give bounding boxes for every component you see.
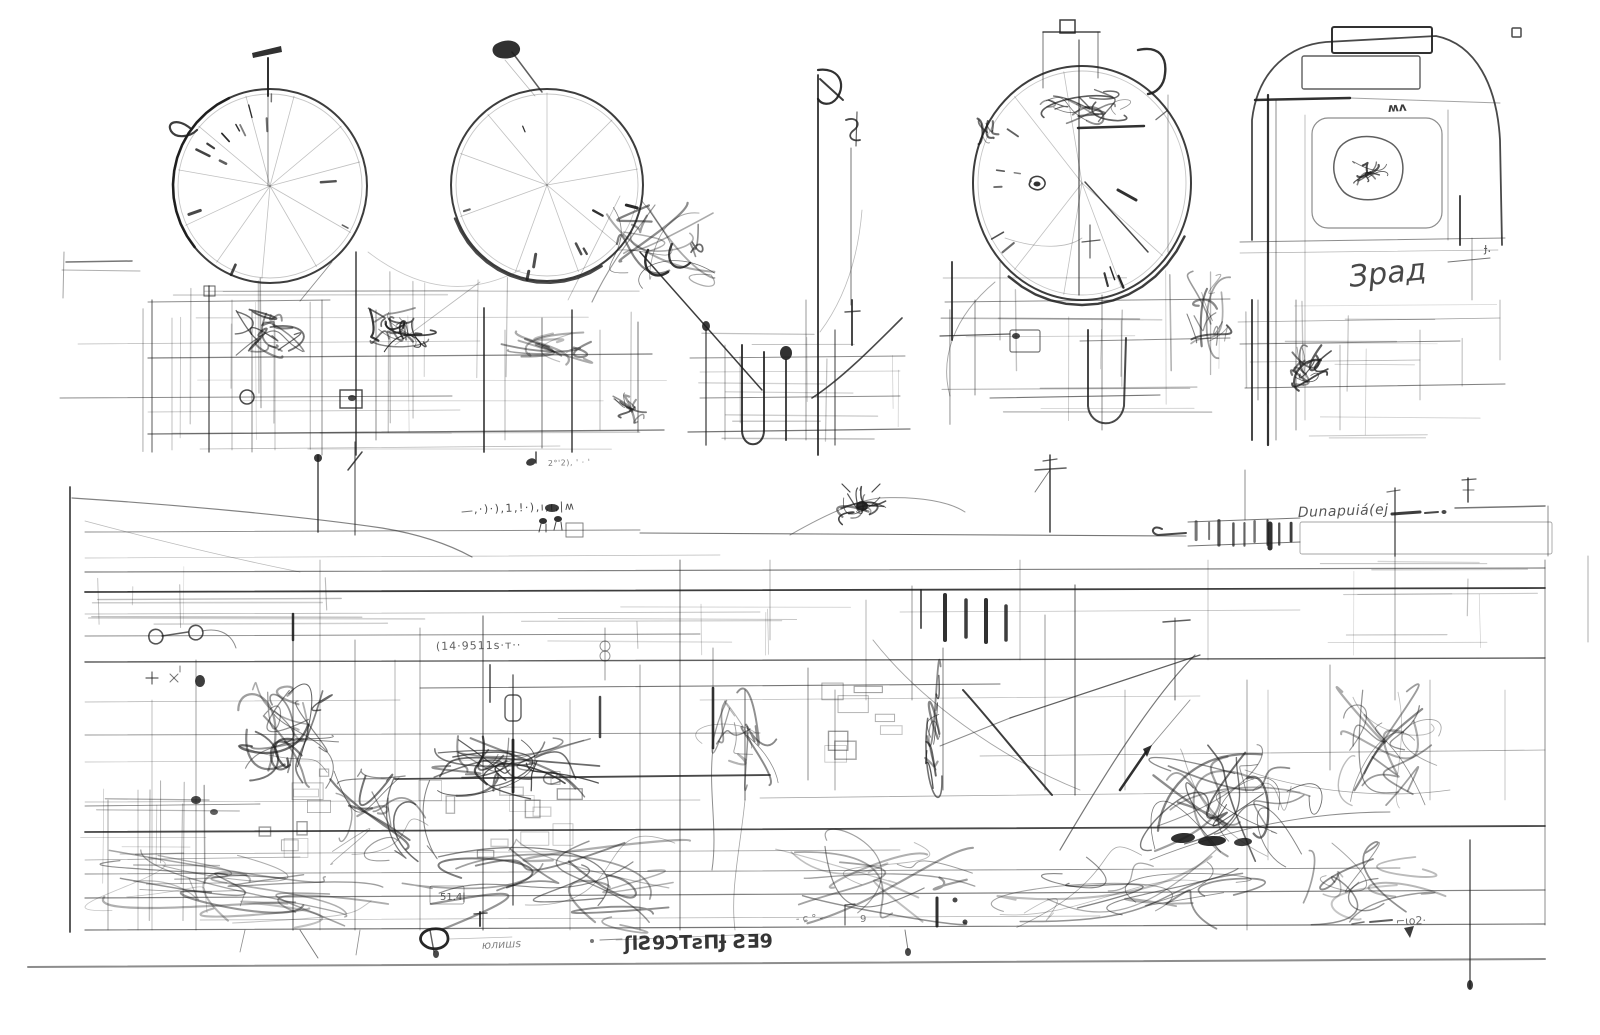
scribble-text: 2°'2), ' · ' xyxy=(548,458,591,468)
scribble-cluster-boxes xyxy=(418,770,583,858)
scribble-text: ‚·)·)‚1‚!·)‚ı‚ı‚|ʍ xyxy=(474,499,576,516)
scribble-texts: 2°'2), ' · ' ‚·)·)‚1‚!·)‚ı‚ı‚|ʍ Dunapuiá(e… xyxy=(436,100,1491,955)
scribble-text: 9 xyxy=(860,914,866,925)
scribble-cluster-tangle xyxy=(401,835,692,934)
scribble-cluster-tangle xyxy=(237,682,340,789)
scribble-clusters xyxy=(80,88,1538,934)
scribble-text: ⌐ɩo2· xyxy=(1396,914,1427,928)
scribble-cluster-tangle xyxy=(836,485,887,526)
scribble-text: ʍʌ xyxy=(1387,100,1407,115)
scribble-cluster-grid xyxy=(80,780,240,922)
scribble-cluster-tangle xyxy=(976,117,1000,146)
scribble-text: - ɕ ° - xyxy=(796,913,824,925)
scribble-cluster-tangle xyxy=(84,849,390,929)
scribble-cluster-grid xyxy=(142,271,667,453)
stroke-lines xyxy=(59,31,1589,989)
wheel-left-2 xyxy=(450,88,644,285)
scribble-text: Dunapuiá(ej xyxy=(1298,502,1389,521)
scribble-cluster-tangle xyxy=(775,828,976,926)
scribble-cluster-grid xyxy=(940,270,1220,425)
scribble-text: 51.4| xyxy=(440,892,466,903)
scribble-text: юлишѕ xyxy=(481,937,521,952)
scribble-text: ʃlƧ9ƆTƨΠɈ ƧƎ9 xyxy=(623,930,773,955)
scribble-cluster-ticks xyxy=(1194,519,1293,547)
scribble-cluster-boxes xyxy=(258,768,331,858)
scribble-text: ɟ. xyxy=(1483,241,1491,255)
scribble-cluster-grid xyxy=(1245,300,1498,439)
scribble-cluster-tangle xyxy=(1186,270,1233,360)
scribble-cluster-grid xyxy=(87,566,426,628)
scribble-cluster-tangle xyxy=(695,687,779,791)
scribble-text: (14·9511s·т·· xyxy=(436,639,522,653)
scribble-cluster-tangle xyxy=(234,308,305,359)
ink-blobs xyxy=(191,40,1473,990)
scribble-cluster-tangle xyxy=(924,658,943,799)
scribble-text: Зрад xyxy=(1347,252,1428,295)
wheel-gauges xyxy=(171,65,1192,307)
outline-boxes xyxy=(203,19,1553,905)
scribble-cluster-tangle xyxy=(991,846,1266,930)
scribble-cluster-tangle xyxy=(1352,160,1389,186)
scribble-cluster-tangle xyxy=(605,200,716,289)
wheel-left-1 xyxy=(171,88,368,284)
scribble-cluster-tangle xyxy=(1039,88,1131,126)
scribble-cluster-tangle xyxy=(1302,841,1447,926)
scribble-cluster-tangle xyxy=(500,330,594,366)
scribble-cluster-tangle xyxy=(431,735,601,800)
scribble-cluster-boxes xyxy=(821,682,903,763)
scribble-cluster-tangle xyxy=(367,307,437,353)
scribble-cluster-grid xyxy=(698,332,899,442)
scribble-cluster-tangle xyxy=(329,768,438,866)
scribble-cluster-tangle xyxy=(1139,744,1323,868)
scribble-cluster-tangle xyxy=(612,392,647,424)
scribble-cluster-grid xyxy=(1319,560,1538,656)
wheel-right-boiler xyxy=(972,65,1192,307)
scribble-cluster-tangle xyxy=(1289,344,1332,392)
scribble-cluster-grid xyxy=(520,603,851,656)
scribble-cluster-tangle xyxy=(1335,683,1442,809)
